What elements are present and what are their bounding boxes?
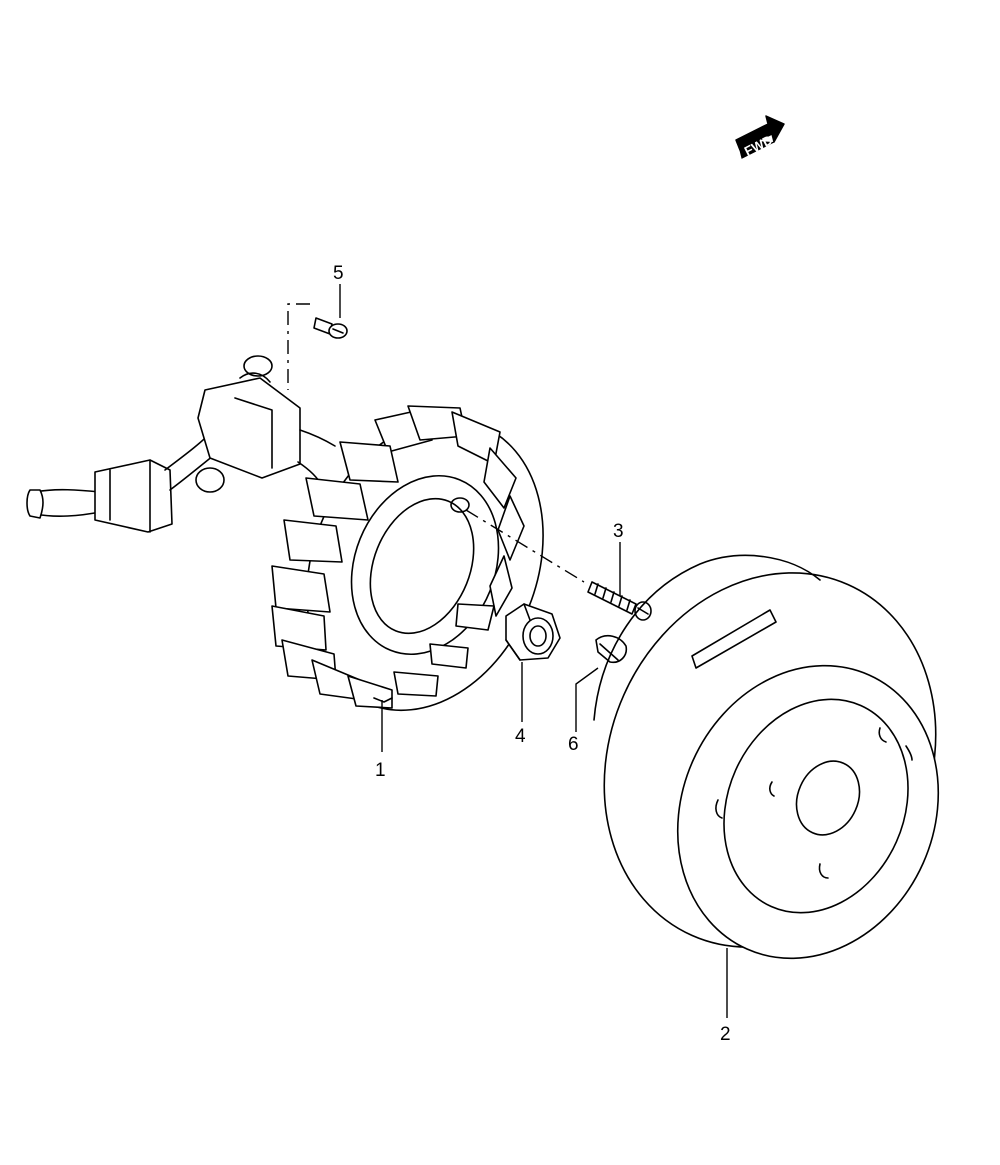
callout-number-6: 6 (568, 734, 579, 755)
callout-number-2: 2 (720, 1024, 731, 1045)
callout-number-4: 4 (515, 726, 526, 747)
rotor-part-2 (593, 554, 940, 960)
screw-5-alignment-line (287, 303, 310, 390)
stator-assembly (26, 355, 544, 712)
leader-line-6 (575, 667, 599, 732)
bolt-3-alignment-line (465, 509, 585, 583)
bolt-part-3 (587, 581, 652, 621)
callout-number-5: 5 (333, 263, 344, 284)
fwd-direction-badge: FWD (735, 115, 785, 159)
nut-part-4 (505, 603, 561, 661)
screw-part-5 (313, 317, 348, 339)
key-part-6 (595, 634, 628, 664)
callout-number-3: 3 (613, 521, 624, 542)
callout-number-1: 1 (375, 760, 386, 781)
